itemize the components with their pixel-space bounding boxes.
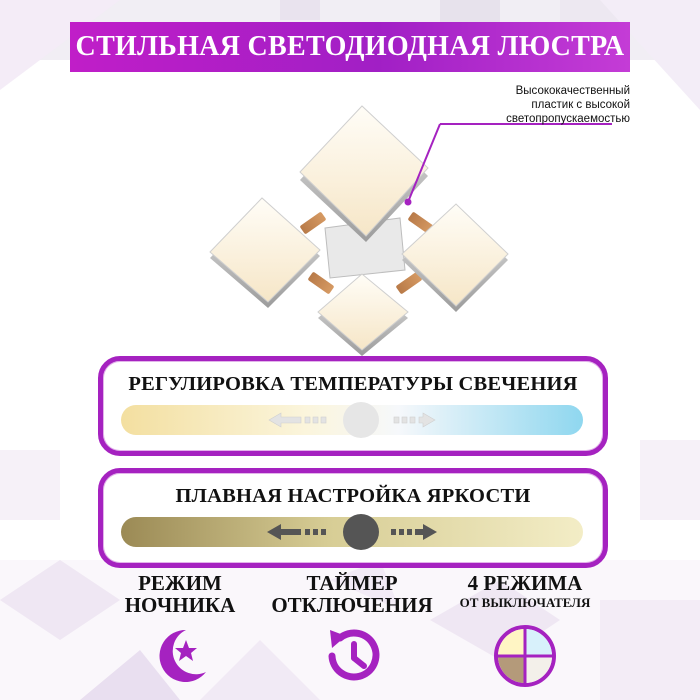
callout-line-1: Высококачественный — [515, 85, 630, 97]
feature-four-modes-line1: 4 РЕЖИМА — [467, 571, 583, 595]
color-temperature-slider — [121, 402, 583, 438]
feature-night-mode: РЕЖИМ НОЧНИКА — [95, 571, 265, 682]
color-temperature-title: РЕГУЛИРОВКА ТЕМПЕРАТУРЫ СВЕЧЕНИЯ — [128, 373, 578, 395]
brightness-knob — [343, 514, 379, 550]
left-right-arrows-icon — [267, 524, 437, 540]
material-callout: Высококачественный пластик с высокой све… — [420, 84, 630, 126]
brightness-slider — [121, 514, 583, 550]
page-title-banner: СТИЛЬНАЯ СВЕТОДИОДНАЯ ЛЮСТРА — [70, 22, 630, 72]
feature-timer: ТАЙМЕР ОТКЛЮЧЕНИЯ — [267, 571, 437, 681]
feature-night-mode-line2: НОЧНИКА — [124, 593, 236, 617]
page-title: СТИЛЬНАЯ СВЕТОДИОДНАЯ ЛЮСТРА — [75, 31, 625, 62]
chandelier-image — [209, 105, 509, 356]
timer-clock-icon — [328, 629, 380, 681]
feature-night-mode-line1: РЕЖИМ — [138, 571, 222, 595]
moon-star-icon — [159, 629, 206, 682]
callout-line-2: пластик с высокой — [531, 99, 630, 111]
feature-four-modes: 4 РЕЖИМА ОТ ВЫКЛЮЧАТЕЛЯ — [440, 571, 610, 687]
brightness-title: ПЛАВНАЯ НАСТРОЙКА ЯРКОСТИ — [175, 485, 531, 507]
features-row: РЕЖИМ НОЧНИКА ТАЙМЕР ОТКЛЮЧЕНИЯ 4 РЕЖИМА… — [0, 572, 700, 700]
feature-timer-line1: ТАЙМЕР — [306, 571, 398, 595]
four-modes-icon — [494, 625, 556, 687]
color-temperature-panel: РЕГУЛИРОВКА ТЕМПЕРАТУРЫ СВЕЧЕНИЯ — [98, 356, 608, 456]
brightness-panel: ПЛАВНАЯ НАСТРОЙКА ЯРКОСТИ — [98, 468, 608, 568]
color-temperature-knob — [343, 402, 379, 438]
feature-timer-line2: ОТКЛЮЧЕНИЯ — [271, 593, 433, 617]
feature-four-modes-line2: ОТ ВЫКЛЮЧАТЕЛЯ — [459, 595, 591, 610]
left-right-arrows-icon — [268, 412, 436, 428]
callout-line-3: светопропускаемостью — [506, 113, 630, 125]
